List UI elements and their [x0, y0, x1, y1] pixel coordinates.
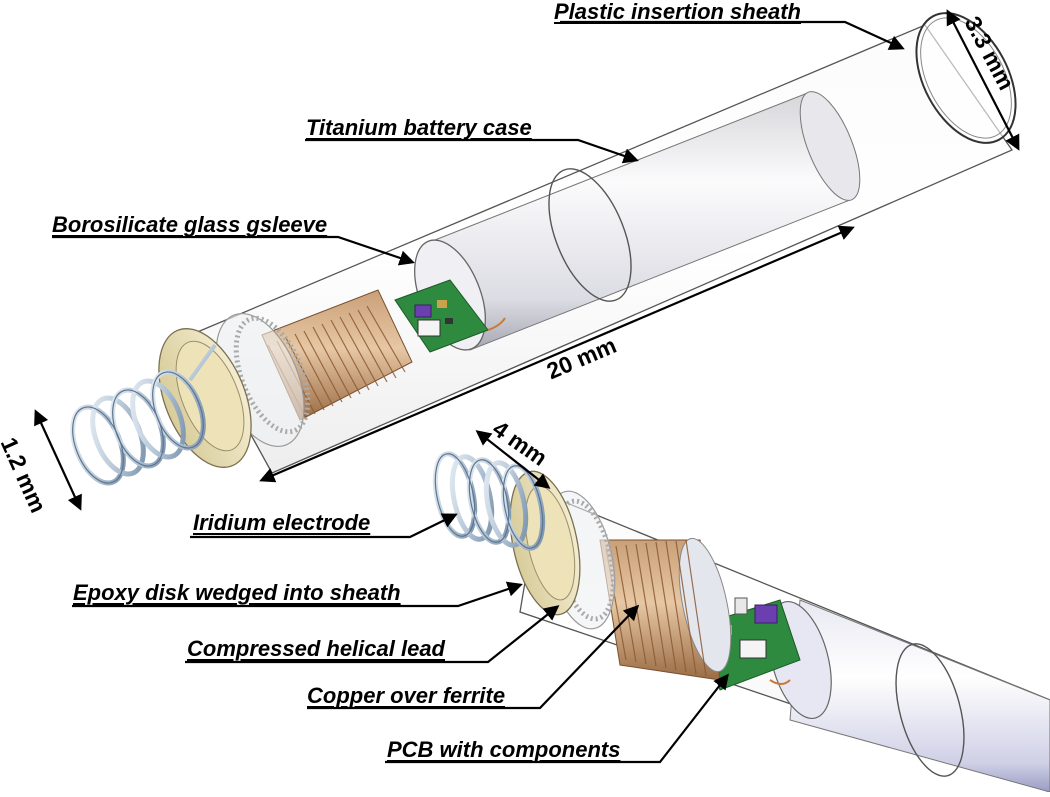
label-epoxy-disk: Epoxy disk wedged into sheath	[73, 580, 401, 605]
dim-line-20mm	[259, 225, 855, 483]
dim-line-1-2mm	[34, 409, 82, 511]
label-iridium-electrode: Iridium electrode	[193, 510, 371, 535]
label-helical-lead: Compressed helical lead	[187, 636, 445, 661]
label-plastic-sheath: Plastic insertion sheath	[554, 0, 801, 24]
leader-titanium-case	[305, 138, 639, 164]
label-glass-sleeve: Borosilicate glass gsleeve	[52, 212, 328, 237]
leader-iridium	[190, 513, 458, 539]
leader-epoxy	[72, 581, 523, 608]
dim-line-4mm	[475, 430, 551, 489]
label-copper-ferrite: Copper over ferrite	[307, 683, 506, 708]
dim-line-3-3mm	[946, 9, 1020, 151]
upper-device	[70, 12, 1017, 486]
leader-plastic-sheath	[560, 20, 905, 50]
leader-helical-lead	[185, 605, 560, 664]
label-pcb: PCB with components	[387, 737, 621, 762]
lower-coil	[599, 537, 732, 681]
label-titanium-case: Titanium battery case	[306, 115, 532, 140]
leader-pcb	[385, 673, 729, 764]
leader-copper	[307, 604, 640, 710]
leader-glass-sleeve	[52, 235, 415, 266]
lower-device	[432, 451, 1050, 793]
